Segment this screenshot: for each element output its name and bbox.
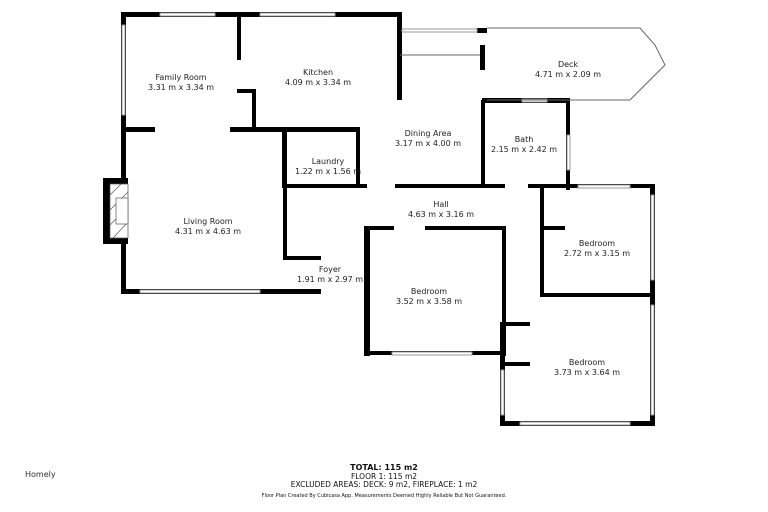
room-name: Laundry	[312, 157, 345, 166]
excluded-areas: EXCLUDED AREAS: DECK: 9 m2, FIREPLACE: 1…	[290, 480, 478, 489]
room-name: Living Room	[183, 217, 232, 226]
room-labels: Family Room 3.31 m x 3.34 m Kitchen 4.09…	[148, 60, 630, 377]
fireplace-hatch	[109, 183, 129, 239]
room-size: 3.17 m x 4.00 m	[395, 139, 461, 148]
room-name: Bedroom	[411, 287, 447, 296]
room-size: 2.15 m x 2.42 m	[491, 145, 557, 154]
room-name: Deck	[558, 60, 578, 69]
room-size: 4.31 m x 4.63 m	[175, 227, 241, 236]
room-name: Family Room	[155, 73, 206, 82]
room-size: 2.72 m x 3.15 m	[564, 249, 630, 258]
deck-outline	[400, 27, 666, 101]
disclaimer: Floor Plan Created By Cubicasa App. Meas…	[261, 493, 507, 499]
room-size: 3.31 m x 3.34 m	[148, 83, 214, 92]
room-name: Bedroom	[579, 239, 615, 248]
room-size: 1.91 m x 2.97 m	[297, 275, 363, 284]
room-size: 3.52 m x 3.58 m	[396, 297, 462, 306]
room-size: 4.09 m x 3.34 m	[285, 78, 351, 87]
room-name: Hall	[433, 200, 448, 209]
room-size: 4.71 m x 2.09 m	[535, 70, 601, 79]
room-name: Bedroom	[569, 358, 605, 367]
room-name: Kitchen	[303, 68, 333, 77]
total-area: TOTAL: 115 m2	[350, 463, 418, 472]
room-name: Dining Area	[405, 129, 452, 138]
brand-logo: Homely	[25, 470, 56, 479]
room-size: 1.22 m x 1.56 m	[295, 167, 361, 176]
room-name: Bath	[515, 135, 534, 144]
room-size: 4.63 m x 3.16 m	[408, 210, 474, 219]
room-name: Foyer	[319, 265, 342, 274]
room-size: 3.73 m x 3.64 m	[554, 368, 620, 377]
floor-area: FLOOR 1: 115 m2	[350, 472, 418, 481]
